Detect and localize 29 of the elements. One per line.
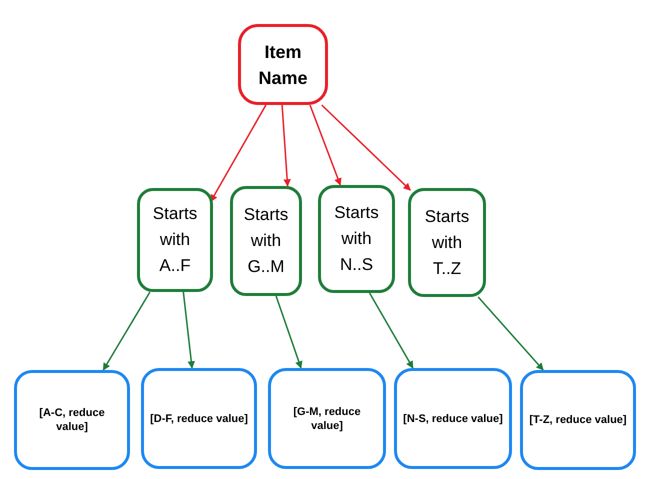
category-box	[318, 185, 395, 293]
result-box	[268, 368, 386, 469]
arrow	[210, 104, 267, 202]
arrow	[281, 104, 291, 187]
node-label: [N-S, reduce value]	[403, 412, 503, 426]
arrow	[478, 296, 544, 371]
category-box	[230, 186, 302, 296]
node-label: Starts with G..M	[242, 204, 290, 278]
arrow	[321, 104, 411, 191]
root-box	[238, 24, 328, 105]
node-label: [A-C, reduce value]	[38, 406, 106, 434]
result-box	[520, 370, 636, 470]
result-box	[394, 368, 512, 469]
arrow	[309, 104, 342, 186]
arrow	[275, 296, 302, 369]
category-box	[137, 188, 213, 292]
node-label: Starts with N..S	[333, 202, 380, 276]
node-label: Item Name	[257, 40, 309, 90]
arrow	[182, 292, 195, 369]
category-box	[408, 188, 486, 297]
node-label: Starts with T..Z	[424, 206, 470, 280]
arrow	[102, 292, 151, 371]
arrow	[368, 292, 414, 369]
node-label: [G-M, reduce value]	[292, 404, 362, 432]
node-label: [T-Z, reduce value]	[529, 413, 627, 427]
result-box	[14, 370, 130, 470]
node-label: [D-F, reduce value]	[150, 412, 248, 426]
result-box	[141, 368, 257, 469]
node-label: Starts with A..F	[152, 203, 198, 277]
